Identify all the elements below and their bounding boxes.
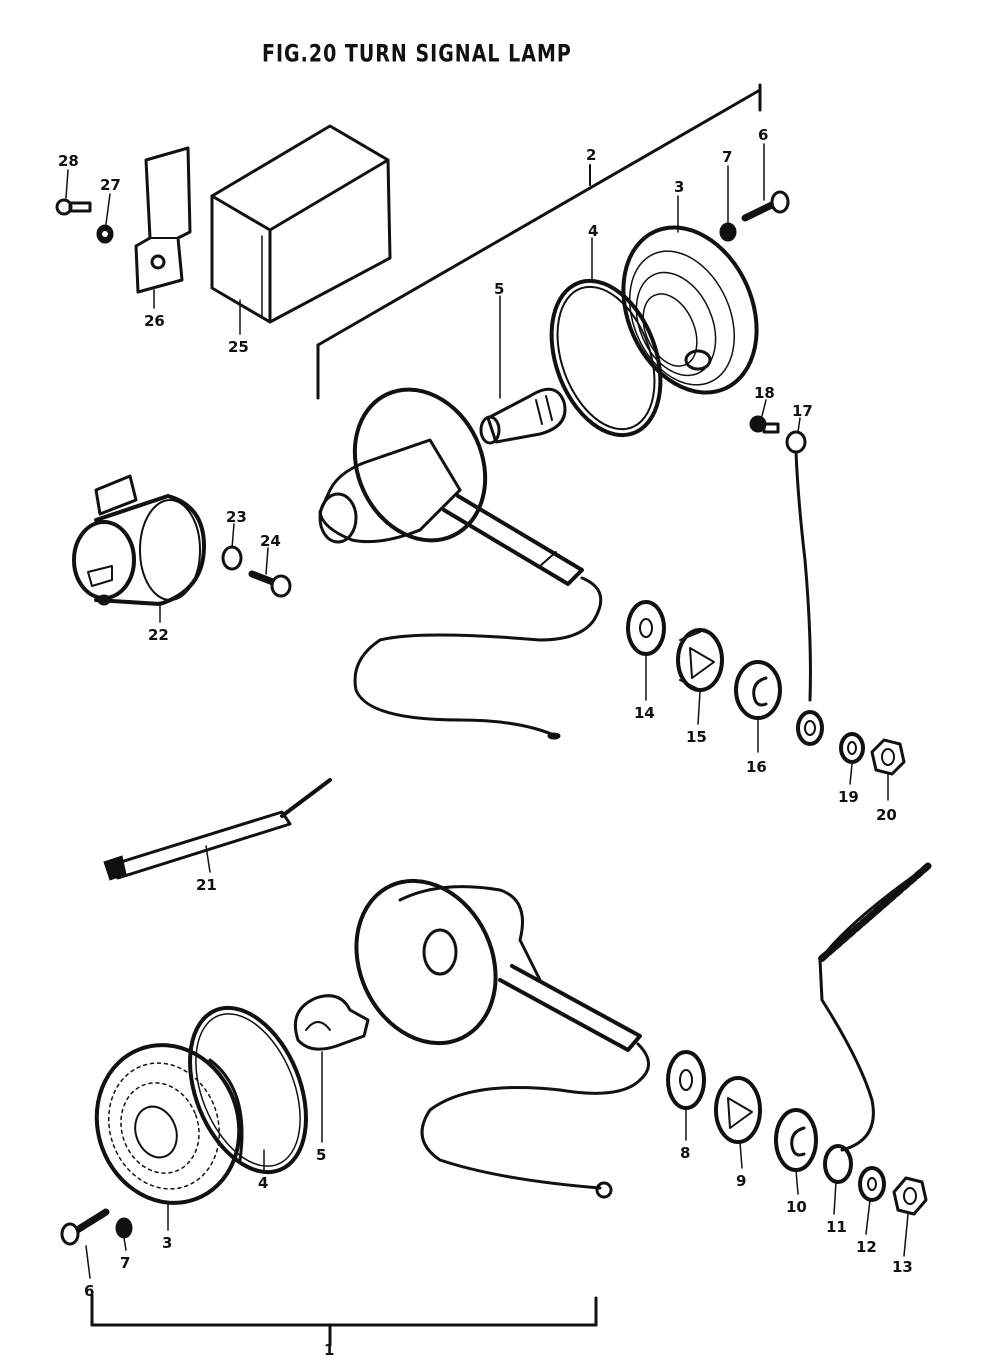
part-16-cap — [734, 660, 782, 720]
callout-6-upper: 6 — [758, 126, 768, 144]
callout-17: 17 — [792, 402, 813, 420]
callout-18: 18 — [754, 384, 775, 402]
part-20-nut — [870, 738, 906, 776]
part-23-washer — [221, 545, 243, 571]
callout-6-lower: 6 — [84, 1282, 94, 1300]
callout-24: 24 — [260, 532, 281, 550]
callout-11: 11 — [826, 1218, 847, 1236]
part-5-bulb-lower — [293, 994, 370, 1051]
callout-9: 9 — [736, 1172, 746, 1190]
part-7-washer-upper — [719, 222, 737, 242]
callout-23: 23 — [226, 508, 247, 526]
part-11-ground-wire — [816, 862, 932, 1184]
callout-4-upper: 4 — [588, 222, 598, 240]
callout-3-upper: 3 — [674, 178, 684, 196]
callout-7-upper: 7 — [722, 148, 732, 166]
callout-4-lower: 4 — [258, 1174, 268, 1192]
part-5-bulb-upper — [479, 387, 567, 445]
callout-21: 21 — [196, 876, 217, 894]
part-17-ground-wire — [785, 430, 824, 746]
callout-10: 10 — [786, 1198, 807, 1216]
part-3-lens-upper — [621, 225, 759, 395]
part-12-lock-washer — [858, 1166, 886, 1202]
part-7-washer-lower — [115, 1217, 133, 1239]
part-14-washer — [626, 600, 666, 656]
callout-15: 15 — [686, 728, 707, 746]
part-28-screw — [55, 198, 92, 216]
callout-14: 14 — [634, 704, 655, 722]
callout-19: 19 — [838, 788, 859, 806]
part-15-grommet — [676, 628, 724, 692]
assembly-bracket-2 — [316, 83, 762, 400]
part-6-screw-lower — [60, 1208, 110, 1246]
callout-26: 26 — [144, 312, 165, 330]
part-6-screw-upper — [741, 190, 790, 222]
callout-22: 22 — [148, 626, 169, 644]
callout-16: 16 — [746, 758, 767, 776]
callout-labels: 28 27 26 25 2 3 4 5 7 6 18 17 23 24 22 1… — [58, 126, 913, 1359]
callout-3-lower: 3 — [162, 1234, 172, 1252]
callout-12: 12 — [856, 1238, 877, 1256]
callout-5-lower: 5 — [316, 1146, 326, 1164]
callout-8: 8 — [680, 1144, 690, 1162]
callout-25: 25 — [228, 338, 249, 356]
part-25-flasher-relay — [210, 124, 392, 324]
leader-lines — [65, 143, 909, 1279]
callout-13: 13 — [892, 1258, 913, 1276]
part-3-lens-lower — [94, 1043, 244, 1205]
part-21-rod — [103, 778, 332, 881]
part-26-bracket — [134, 146, 192, 294]
assembly-bracket-1 — [90, 1293, 598, 1347]
lower-lamp-housing — [354, 878, 650, 1199]
part-10-cap — [774, 1108, 818, 1172]
part-27-washer — [96, 224, 114, 244]
callout-5-upper: 5 — [494, 280, 504, 298]
callout-1: 1 — [324, 1341, 334, 1357]
upper-lamp-housing — [318, 387, 603, 740]
part-8-washer — [666, 1050, 706, 1110]
part-22-switch — [72, 474, 206, 606]
part-18-screw — [749, 415, 780, 434]
callout-20: 20 — [876, 806, 897, 824]
part-9-grommet — [714, 1076, 762, 1144]
part-19-lock-washer — [839, 732, 865, 764]
callout-7-lower: 7 — [120, 1254, 130, 1272]
callout-2: 2 — [586, 146, 596, 164]
callout-28: 28 — [58, 152, 79, 170]
figure-title: FIG.20 TURN SIGNAL LAMP — [262, 40, 572, 68]
part-4-gasket-upper — [549, 278, 663, 438]
part-4-gasket-lower — [188, 1005, 308, 1175]
callout-27: 27 — [100, 176, 121, 194]
part-13-nut — [892, 1176, 928, 1216]
part-24-screw — [248, 570, 292, 598]
